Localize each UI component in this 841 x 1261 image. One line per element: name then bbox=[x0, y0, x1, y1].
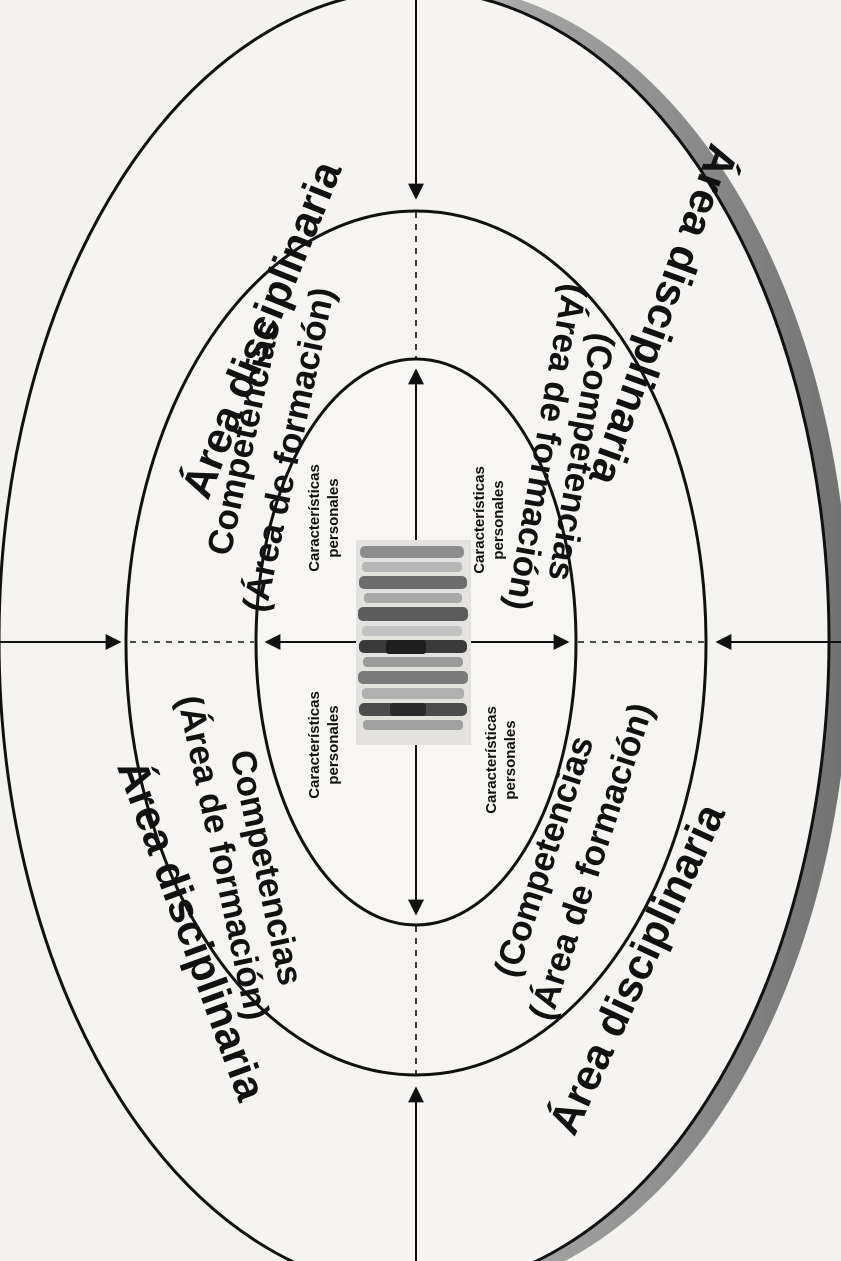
group-of-people-image bbox=[356, 540, 471, 745]
inner-label-top-left-line1: Características bbox=[306, 464, 323, 572]
inner-label-bottom-right-line2: personales bbox=[502, 720, 519, 799]
inner-label-top-left-line2: personales bbox=[325, 478, 342, 557]
inner-label-top-right-line1: Características bbox=[471, 466, 488, 574]
inner-label-bottom-right-line1: Características bbox=[483, 706, 500, 814]
inner-label-bottom-left-line1: Características bbox=[306, 691, 323, 799]
inner-label-bottom-left-line2: personales bbox=[325, 705, 342, 784]
inner-label-top-right-line2: personales bbox=[490, 480, 507, 559]
